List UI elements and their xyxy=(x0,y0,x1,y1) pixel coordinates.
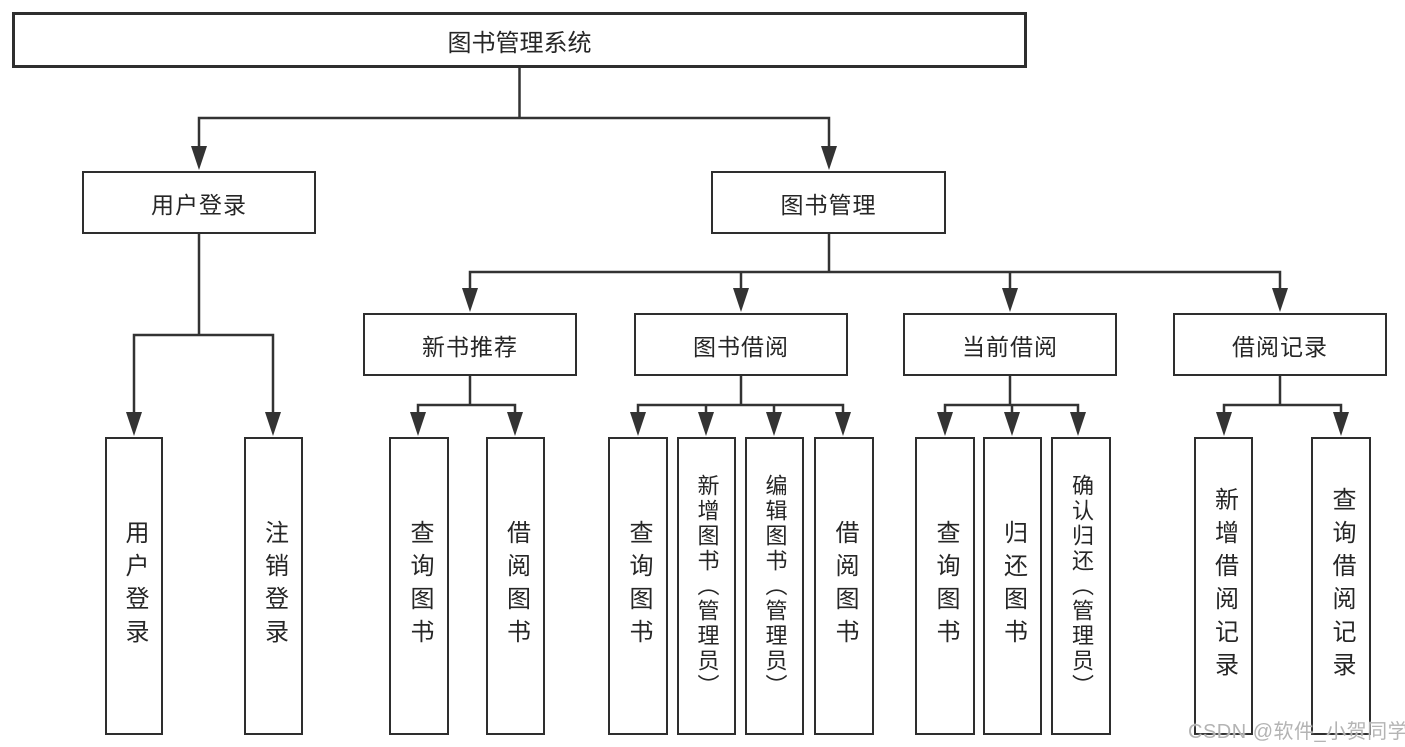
leaf-user-login: 用户登录 xyxy=(105,437,163,735)
leaf-borrow-query-books: 查询图书 xyxy=(608,437,668,735)
leaf-current-query-books: 查询图书 xyxy=(915,437,975,735)
leaf-borrow-edit-books-admin: 编辑图书（管理员） xyxy=(745,437,804,735)
node-current-borrow: 当前借阅 xyxy=(903,313,1117,376)
leaf-logout: 注销登录 xyxy=(244,437,303,735)
leaf-records-query-borrow-record: 查询借阅记录 xyxy=(1311,437,1371,735)
leaf-current-return-books: 归还图书 xyxy=(983,437,1042,735)
node-user-login: 用户登录 xyxy=(82,171,316,234)
csdn-watermark: CSDN @软件_小贺同学 xyxy=(1188,721,1405,743)
node-new-book-recommend: 新书推荐 xyxy=(363,313,577,376)
leaf-records-add-borrow-record: 新增借阅记录 xyxy=(1194,437,1253,735)
leaf-newbook-borrow-books: 借阅图书 xyxy=(486,437,545,735)
node-borrow-records: 借阅记录 xyxy=(1173,313,1387,376)
arrowheads xyxy=(126,146,1349,436)
leaf-borrow-borrow-books: 借阅图书 xyxy=(814,437,874,735)
node-book-management: 图书管理 xyxy=(711,171,946,234)
leaf-borrow-add-books-admin: 新增图书（管理员） xyxy=(677,437,736,735)
leaf-newbook-query-books: 查询图书 xyxy=(389,437,449,735)
node-book-borrow: 图书借阅 xyxy=(634,313,848,376)
node-library-management-system: 图书管理系统 xyxy=(12,12,1027,68)
leaf-current-confirm-return-admin: 确认归还（管理员） xyxy=(1051,437,1111,735)
